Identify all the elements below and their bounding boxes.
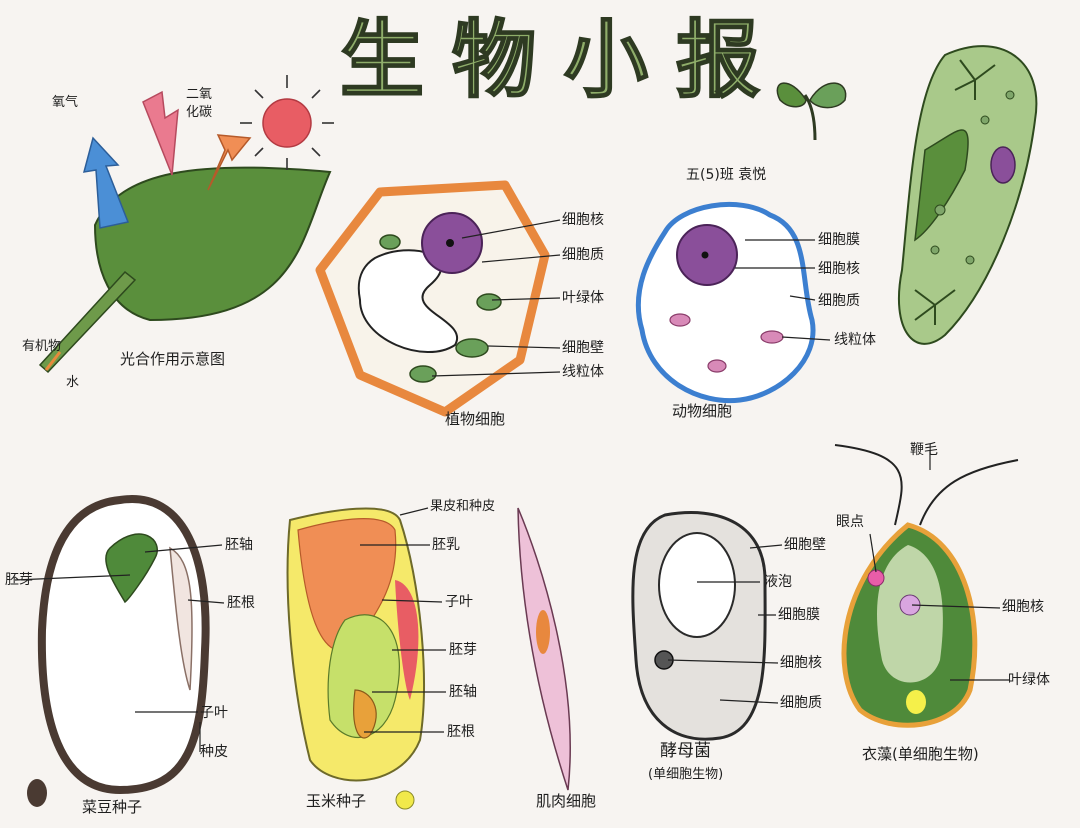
corn-embryo	[327, 614, 400, 738]
corn-label-hypocotyl: 胚轴	[449, 684, 477, 700]
contractile-vacuole-top	[954, 59, 996, 100]
photosynthesis-diagram	[38, 75, 334, 374]
co2-label-line1: 二氧	[186, 87, 213, 102]
bean-seed-small	[27, 779, 47, 807]
plant-label-nucleus: 细胞核	[562, 212, 604, 228]
bean-plumule	[105, 533, 158, 604]
leaf-stem	[38, 270, 137, 374]
flagellum-right	[919, 459, 1019, 526]
chlamydomonas-eyespot	[867, 569, 885, 587]
animal-label-cytoplasm: 细胞质	[818, 293, 860, 309]
co2-label-line2: 化碳	[186, 105, 213, 120]
bean-embryo-root	[169, 546, 193, 691]
corn-label-pericarp: 果皮和种皮	[430, 499, 496, 514]
animal-nucleolus	[701, 251, 709, 259]
bean-label-cotyledon: 子叶	[200, 705, 228, 721]
muscle-cell-nucleus	[536, 610, 550, 654]
corn-label-plumule: 胚芽	[449, 642, 477, 658]
paramecium-body	[897, 45, 1038, 345]
animal-mitochondria	[669, 313, 784, 373]
corn-label-cotyledon: 子叶	[445, 594, 473, 610]
corn-label-radicle: 胚根	[447, 724, 475, 740]
animal-label-membrane: 细胞膜	[818, 232, 860, 248]
chlamy-label-chloroplast: 叶绿体	[1008, 672, 1050, 688]
chlamy-label-flagellum: 鞭毛	[910, 442, 938, 458]
animal-label-mitochondria: 线粒体	[834, 332, 876, 348]
oxygen-arrow	[82, 136, 130, 229]
plant-chloroplasts	[379, 234, 502, 383]
poster-title: 生物小报	[339, 11, 789, 109]
bean-label-hypocotyl: 胚轴	[225, 537, 253, 553]
corn-seed-caption: 玉米种子	[306, 792, 367, 810]
yeast-vacuole	[658, 532, 736, 638]
paramecium-oral-groove	[914, 129, 969, 242]
sprout-icon	[776, 82, 847, 141]
sun-icon	[262, 98, 312, 148]
plant-cell-caption: 植物细胞	[445, 410, 506, 428]
corn-seed-diagram	[286, 507, 425, 810]
bean-label-seed-coat: 种皮	[200, 744, 228, 760]
chlamydomonas-diagram	[834, 444, 1019, 728]
leader-lines	[14, 219, 1010, 752]
paramecium-vacuoles	[930, 90, 1015, 265]
corn-label-endosperm: 胚乳	[432, 537, 460, 553]
plant-label-mitochondria: 线粒体	[562, 364, 604, 380]
paramecium-diagram	[897, 45, 1038, 345]
bean-seed-caption: 菜豆种子	[82, 798, 143, 816]
corn-cotyledon	[395, 580, 419, 700]
plant-label-cytoplasm: 细胞质	[562, 247, 604, 263]
chlamydomonas-pyrenoid	[906, 690, 926, 714]
yeast-label-membrane: 细胞膜	[778, 607, 820, 623]
flagellum-left	[834, 444, 903, 526]
muscle-cell-caption: 肌肉细胞	[536, 792, 597, 810]
water-label: 水	[66, 375, 80, 390]
chlamy-label-eyespot: 眼点	[836, 514, 864, 530]
chlamydomonas-caption: 衣藻(单细胞生物)	[862, 745, 979, 763]
plant-label-cell-wall: 细胞壁	[562, 340, 604, 356]
muscle-cell-diagram	[517, 507, 571, 791]
photosynthesis-caption: 光合作用示意图	[120, 350, 226, 368]
leaf-icon	[93, 166, 332, 322]
yeast-label-cytoplasm: 细胞质	[780, 695, 822, 711]
yeast-diagram	[631, 511, 767, 741]
animal-cell-caption: 动物细胞	[672, 402, 733, 420]
animal-label-nucleus: 细胞核	[818, 261, 860, 277]
paramecium-nucleus	[990, 146, 1016, 184]
yeast-label-cell-wall: 细胞壁	[784, 537, 826, 553]
plant-cell-diagram	[315, 180, 550, 417]
corn-seed-small	[395, 790, 415, 810]
yeast-label-nucleus: 细胞核	[780, 655, 822, 671]
corn-radicle	[353, 689, 377, 739]
chlamy-label-nucleus: 细胞核	[1002, 599, 1044, 615]
bean-seed-diagram	[27, 495, 210, 807]
byline: 五(5)班 袁悦	[686, 167, 767, 183]
plant-label-chloroplast: 叶绿体	[562, 290, 604, 306]
yeast-label-vacuole: 液泡	[764, 574, 792, 590]
co2-arrow-right	[207, 134, 252, 191]
animal-cell-diagram	[635, 202, 816, 404]
bean-label-plumule: 胚芽	[5, 572, 33, 588]
yeast-caption: 酵母菌	[660, 741, 711, 761]
oxygen-label: 氧气	[52, 95, 79, 110]
yeast-subcaption: (单细胞生物)	[648, 767, 724, 782]
bean-label-radicle: 胚根	[227, 595, 255, 611]
co2-arrow-left	[142, 90, 179, 176]
plant-nucleolus	[446, 239, 454, 247]
contractile-vacuole-bottom	[914, 289, 956, 325]
organic-matter-label: 有机物	[22, 339, 62, 354]
plant-cell-wall	[315, 180, 550, 417]
stem-water-stripe	[44, 351, 62, 371]
sun-rays	[240, 75, 334, 170]
